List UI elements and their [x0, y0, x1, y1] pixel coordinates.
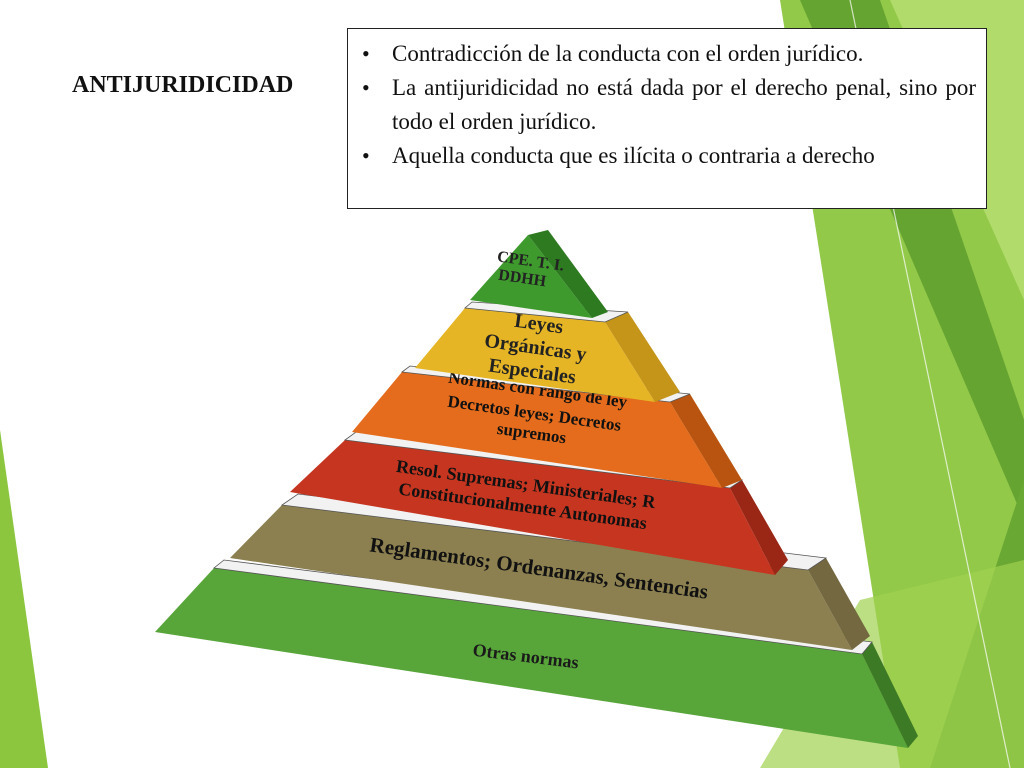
level-side: [528, 230, 608, 318]
level-side: [670, 394, 742, 488]
level-side: [605, 312, 680, 402]
bullet-icon: •: [362, 75, 370, 100]
pyramid-level-leyes-organicas: LeyesOrgánicas yEspeciales: [415, 301, 680, 402]
level-face: [230, 505, 852, 650]
level-face: [352, 372, 722, 488]
definition-text: Aquella conducta que es ilícita o contra…: [392, 143, 875, 168]
level-side: [862, 642, 918, 748]
definition-list: • Contradicción de la conducta con el or…: [358, 37, 976, 173]
definition-item: • Aquella conducta que es ilícita o cont…: [358, 139, 976, 173]
definition-text: La antijuridicidad no está dada por el d…: [392, 75, 976, 134]
definition-text: Contradicción de la conducta con el orde…: [392, 41, 864, 66]
level-edge: [213, 559, 873, 655]
pyramid-level-otras-normas: Otras normas: [155, 559, 918, 748]
bullet-icon: •: [362, 143, 370, 168]
level-face: [415, 308, 655, 402]
slide-title: ANTIJURIDICIDAD: [72, 72, 294, 98]
level-side: [808, 558, 870, 650]
level-face: [155, 568, 908, 748]
level-side: [730, 480, 788, 575]
level-face: [470, 235, 592, 318]
definition-box: • Contradicción de la conducta con el or…: [347, 28, 987, 209]
definition-item: • Contradicción de la conducta con el or…: [358, 37, 976, 71]
pyramid-level-cpe: CPE. T. I.DDHH: [470, 230, 608, 318]
bullet-icon: •: [362, 41, 370, 66]
level-face: [290, 440, 775, 575]
definition-item: • La antijuridicidad no está dada por el…: [358, 71, 976, 139]
level-label: LeyesOrgánicas yEspeciales: [480, 306, 592, 390]
